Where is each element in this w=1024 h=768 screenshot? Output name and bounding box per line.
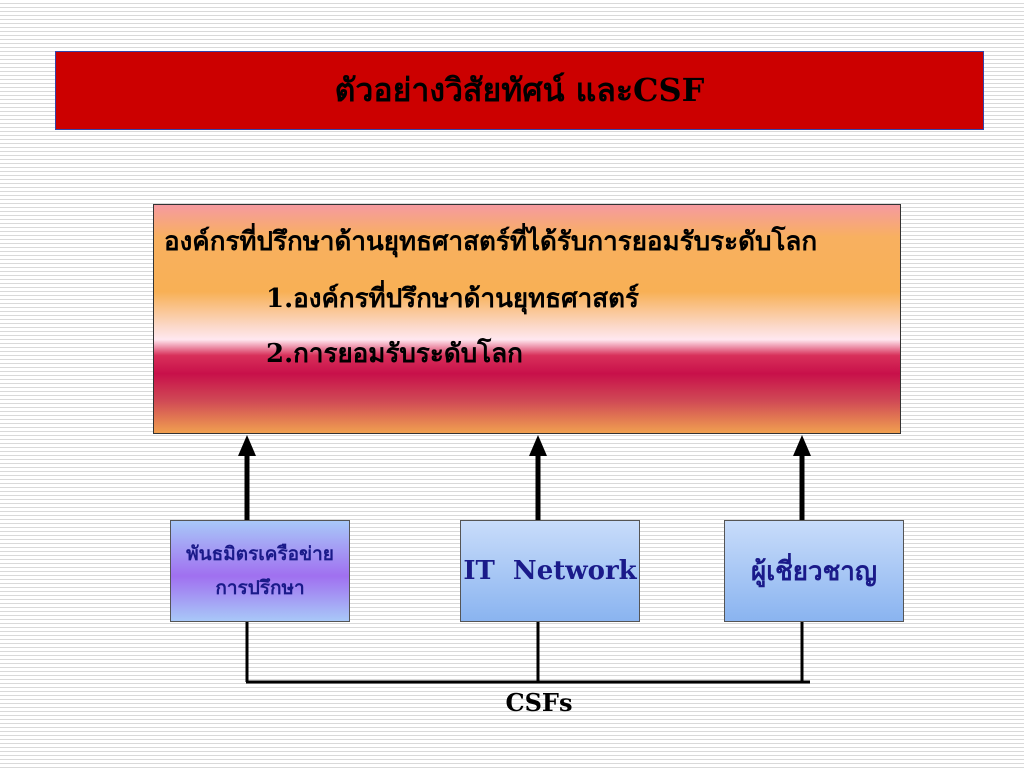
vision-statement: องค์กรที่ปรึกษาด้านยุทธศาสตร์ที่ได้รับกา… <box>164 227 818 257</box>
csf-box-2-label: IT Network <box>463 556 637 586</box>
vision-item-1: 1.องค์กรที่ปรึกษาด้านยุทธศาสตร์ <box>266 284 639 314</box>
csf-box-it-network: IT Network <box>460 520 640 622</box>
arrow-up-2 <box>529 435 547 520</box>
csf-box-1-line-2: การปรึกษา <box>215 577 305 599</box>
arrow-up-3 <box>793 435 811 520</box>
csf-box-1-line-1: พันธมิตรเครือข่าย <box>186 543 334 565</box>
vision-item-2: 2.การยอมรับระดับโลก <box>266 339 523 369</box>
title-bar: ตัวอย่างวิสัยทัศน์ และCSF <box>55 51 984 130</box>
vision-box: องค์กรที่ปรึกษาด้านยุทธศาสตร์ที่ได้รับกา… <box>153 204 901 434</box>
csfs-label: CSFs <box>505 688 573 717</box>
csf-box-experts: ผู้เชี่ยวชาญ <box>724 520 904 622</box>
csf-box-3-label: ผู้เชี่ยวชาญ <box>750 556 877 587</box>
slide-title: ตัวอย่างวิสัยทัศน์ และCSF <box>334 71 705 109</box>
csf-box-partner-network: พันธมิตรเครือข่าย การปรึกษา <box>170 520 350 622</box>
arrow-up-1 <box>238 435 256 520</box>
csf-bracket <box>245 622 810 684</box>
